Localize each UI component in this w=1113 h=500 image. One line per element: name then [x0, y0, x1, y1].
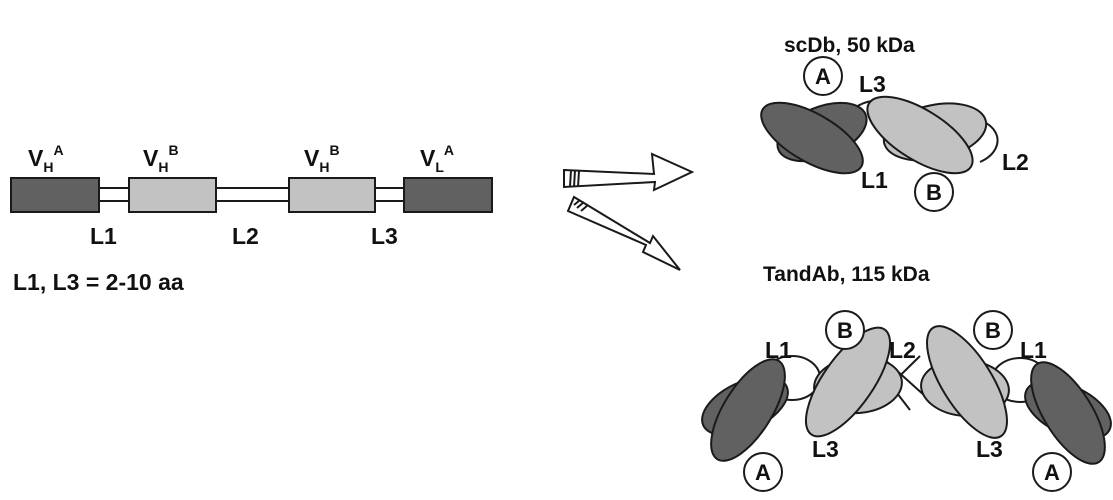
tandab-linker-l1-right: L1: [1020, 337, 1047, 363]
arrow-to-scdb: [563, 152, 695, 192]
scdb-site-a: A: [815, 64, 831, 89]
tandab-right-site-a: A: [1044, 460, 1060, 485]
linker-lines: [99, 187, 404, 202]
tandab-linker-l3-left: L3: [812, 436, 839, 462]
domain-box-2: [128, 177, 217, 213]
arrow-to-tandab: [566, 195, 681, 271]
tandab-left-dark-front: [710, 358, 786, 462]
linker-label-l2: L2: [232, 223, 259, 249]
tandab-right-light-front: [926, 325, 1008, 439]
scdb-site-a-circle: [803, 56, 843, 96]
tandab-right-site-b-circle: [973, 310, 1013, 350]
domain-box-4: [403, 177, 493, 213]
scdb-linker-l1: L1: [861, 167, 888, 193]
tandab-linker-l2: L2: [889, 337, 916, 363]
scdb-structure: scDb, 50 kDa A B L3 L2 L1: [760, 34, 1029, 212]
domain-label-3: VHB: [304, 142, 340, 175]
tandab-right-site-a-circle: [1032, 452, 1072, 492]
domain-label-2: VHB: [143, 142, 179, 175]
tandab-left-site-a: A: [755, 460, 771, 485]
domain-box-3: [288, 177, 376, 213]
linker-label-l3: L3: [371, 223, 398, 249]
tandab-left-site-b-circle: [825, 310, 865, 350]
scdb-linker-l2: L2: [1002, 149, 1029, 175]
linker-length-note: L1, L3 = 2-10 aa: [13, 269, 184, 295]
tandab-left-site-a-circle: [743, 452, 783, 492]
tandab-linker-l3-right: L3: [976, 436, 1003, 462]
scdb-domain-dark-front: [760, 101, 864, 175]
tandab-right-site-b: B: [985, 318, 1001, 343]
tandab-structure: TandAb, 115 kDa B B A A L1 L2 L1 L3 L3: [701, 263, 1112, 492]
domain-label-4: VLA: [420, 142, 454, 175]
linker-label-l1: L1: [90, 223, 117, 249]
linear-construct: VHA VHB VHB VLA L1 L2 L3 L1, L3 = 2-10 a…: [10, 142, 493, 295]
tandab-left-light-front: [804, 326, 892, 438]
scdb-domain-light-front: [866, 95, 974, 175]
tandab-left-site-b: B: [837, 318, 853, 343]
tandab-linker-l1-left: L1: [765, 337, 792, 363]
tandab-title: TandAb, 115 kDa: [763, 263, 930, 286]
scdb-site-b-circle: [914, 172, 954, 212]
scdb-linker-l3: L3: [859, 71, 886, 97]
scdb-title: scDb, 50 kDa: [784, 34, 915, 57]
tandab-right-dark-front: [1030, 361, 1106, 465]
domain-box-1: [10, 177, 100, 213]
scdb-site-b: B: [926, 180, 942, 205]
domain-label-1: VHA: [28, 142, 64, 175]
